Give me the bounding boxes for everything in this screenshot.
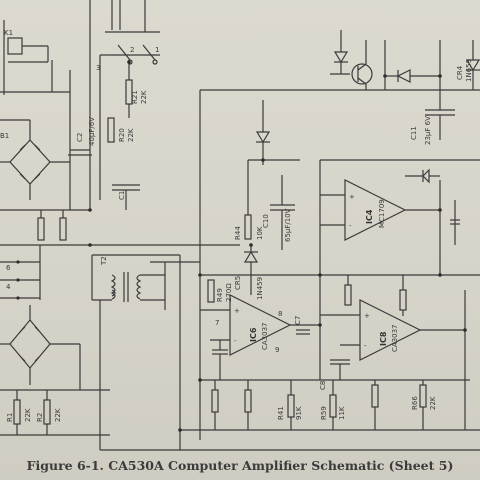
switch-group xyxy=(99,31,160,200)
ic8-label: IC8 xyxy=(379,331,388,346)
cr5-part: 1N459 xyxy=(256,277,264,300)
bottom-resistors: R41 91K R59 11K R66 22K xyxy=(211,380,437,430)
capacitor-c8: C8 xyxy=(319,359,350,390)
r1-value: 22K xyxy=(24,408,32,422)
bridge-rectifier-upper: B1 xyxy=(0,119,70,200)
svg-text:+: + xyxy=(364,312,370,320)
capacitor-c2: C2 40μF/6V xyxy=(68,117,96,156)
ic6-part: CA3037 xyxy=(261,323,269,351)
r59-value: 11K xyxy=(338,406,346,420)
capacitor-c6 xyxy=(212,340,228,380)
capacitor-c7: C7 xyxy=(294,316,310,335)
transformer-t2: T2 xyxy=(91,254,200,450)
ic6-label: IC6 xyxy=(249,327,258,342)
cr4-part: 1N659 xyxy=(465,59,473,82)
svg-text:-: - xyxy=(349,222,352,230)
resistors-r1-r2: R1 22K R2 22K xyxy=(0,300,110,450)
pin-3-label: 3 xyxy=(96,64,100,72)
svg-text:-: - xyxy=(234,337,237,345)
svg-text:+: + xyxy=(349,193,355,201)
op-amp-ic4: + - IC4 MC1709 xyxy=(320,179,441,275)
r66-label: R66 xyxy=(411,396,419,410)
r49-label: R49 xyxy=(216,288,224,302)
pin-9-label: 9 xyxy=(275,346,279,354)
capacitor-c11: C11 23μF 6V xyxy=(410,109,455,145)
ic4-part: MC1709 xyxy=(378,199,386,228)
pin-1-label: 1 xyxy=(155,46,159,54)
r44-value: 10K xyxy=(256,226,264,240)
op-amp-ic8: + - IC8 CA3037 xyxy=(320,290,466,430)
pin-4-label: 4 xyxy=(6,283,11,291)
r59-label: R59 xyxy=(320,406,328,420)
figure-caption: Figure 6-1. CA530A Computer Amplifier Sc… xyxy=(26,458,454,473)
transistor-q1 xyxy=(330,40,373,90)
r21-value: 22K xyxy=(140,90,148,104)
c10-label: C10 xyxy=(262,214,270,228)
r2-label: R2 xyxy=(36,413,44,422)
capacitor-c10: C10 65μF/10V xyxy=(262,175,295,250)
connector-left xyxy=(0,245,41,300)
c10-value: 65μF/10V xyxy=(284,208,292,242)
c1-label: C1 xyxy=(118,191,126,200)
cr4-label: CR4 xyxy=(456,65,464,80)
c8-label: C8 xyxy=(319,381,327,390)
pin-2-label: 2 xyxy=(130,46,134,54)
ic8-part: CA3037 xyxy=(391,325,399,353)
pin-7-label: 7 xyxy=(215,319,219,327)
capacitor-c1: C1 xyxy=(112,184,140,210)
relay-label: K1 xyxy=(4,29,13,37)
r20-label: R20 xyxy=(118,128,126,142)
diode-cr4: CR4 1N659 xyxy=(456,40,480,90)
r41-label: R41 xyxy=(277,406,285,420)
pin-6-label: 6 xyxy=(6,264,11,272)
bridge-upper-label: B1 xyxy=(0,132,9,140)
r41-value: 91K xyxy=(295,406,303,420)
bridge-rectifier-lower xyxy=(0,305,80,385)
r49-value: 270Ω xyxy=(225,283,233,302)
r44-label: R44 xyxy=(234,226,242,240)
c2-label: C2 xyxy=(76,133,84,142)
diode-cr5: CR5 1N459 xyxy=(234,245,264,300)
cr5-label: CR5 xyxy=(234,276,242,290)
r21-label: R21 xyxy=(131,90,139,104)
svg-text:-: - xyxy=(364,342,367,350)
c7-label: C7 xyxy=(294,316,302,325)
r20-value: 22K xyxy=(127,128,135,142)
c2-value: 40μF/6V xyxy=(88,117,96,146)
relay-k1: K1 xyxy=(3,20,49,95)
c11-label: C11 xyxy=(410,126,418,140)
r1-label: R1 xyxy=(6,413,14,422)
t2-label: T2 xyxy=(100,256,108,266)
ic4-label: IC4 xyxy=(365,209,374,224)
pin-8-label: 8 xyxy=(278,310,282,318)
c11-value: 23μF 6V xyxy=(424,116,432,145)
r2-value: 22K xyxy=(54,408,62,422)
r66-value: 22K xyxy=(429,396,437,410)
diode-cr6 xyxy=(248,100,300,165)
svg-text:+: + xyxy=(234,307,240,315)
